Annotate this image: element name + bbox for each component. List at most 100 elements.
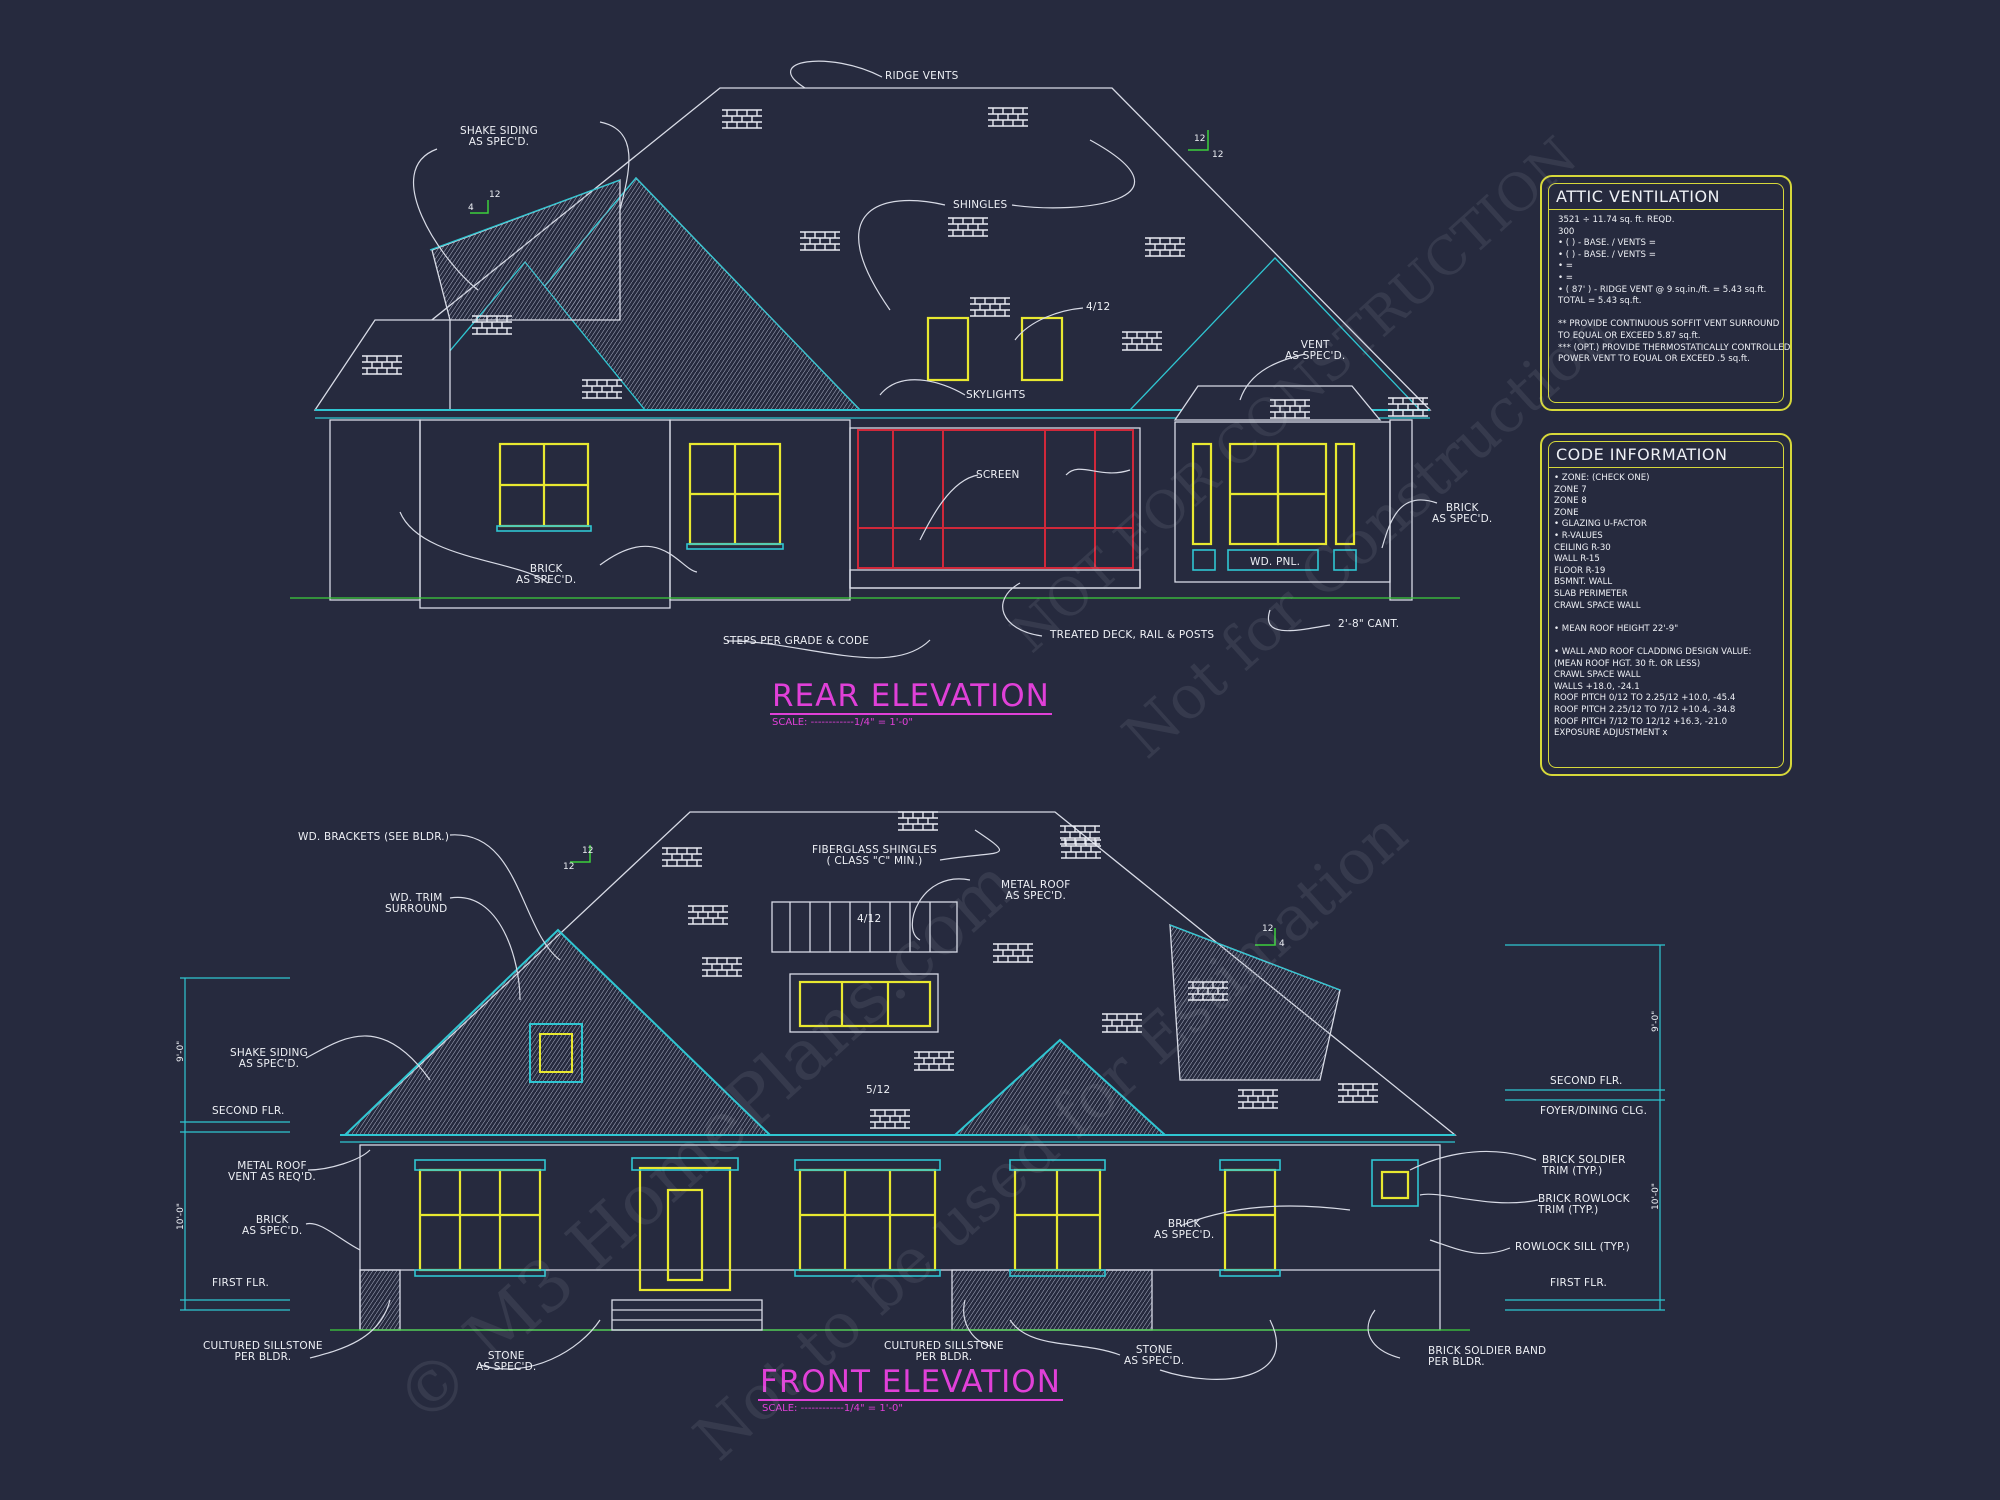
rear-elevation-scale: SCALE: ------------1/4" = 1'-0" bbox=[772, 717, 914, 728]
label-pitch-front-412: 4/12 bbox=[857, 913, 882, 925]
label-line: BRICK bbox=[1167, 1218, 1201, 1230]
code-line: • WALL AND ROOF CLADDING DESIGN VALUE: bbox=[1554, 647, 1752, 657]
label-brick-rowlock-trim: BRICK ROWLOCK TRIM (TYP.) bbox=[1538, 1194, 1630, 1216]
code-information-panel: CODE INFORMATION • ZONE: (CHECK ONE) ZON… bbox=[1540, 433, 1792, 776]
label-brick-front-mid: BRICK AS SPEC'D. bbox=[1154, 1219, 1214, 1241]
label-line: CULTURED SILLSTONE bbox=[884, 1340, 1004, 1352]
attic-ventilation-title: ATTIC VENTILATION bbox=[1556, 187, 1720, 206]
label-line: AS SPEC'D. bbox=[1124, 1355, 1185, 1367]
rear-elevation-title: REAR ELEVATION bbox=[770, 678, 1052, 715]
attic-ventilation-panel: ATTIC VENTILATION 3521 ÷ 11.74 sq. ft. R… bbox=[1540, 175, 1792, 411]
label-line: STONE bbox=[487, 1350, 525, 1362]
slope-d-rise: 4 bbox=[1279, 939, 1285, 949]
attic-line: ** PROVIDE CONTINUOUS SOFFIT VENT SURROU… bbox=[1558, 319, 1780, 330]
slope-a-run: 12 bbox=[489, 190, 501, 200]
code-line: WALL R-15 bbox=[1554, 554, 1600, 565]
label-line: CULTURED SILLSTONE bbox=[203, 1340, 323, 1352]
label-line: PER BLDR. bbox=[234, 1351, 292, 1363]
label-line: AS SPEC'D. bbox=[242, 1225, 303, 1237]
label-fiberglass-shingles: FIBERGLASS SHINGLES ( CLASS "C" MIN.) bbox=[812, 845, 937, 867]
label-line: TRIM (TYP.) bbox=[1538, 1204, 1599, 1216]
label-line: BRICK bbox=[1445, 502, 1479, 514]
label-brick-soldier-trim: BRICK SOLDIER TRIM (TYP.) bbox=[1542, 1155, 1626, 1177]
label-line: PER BLDR. bbox=[1428, 1356, 1485, 1368]
label-cant: 2'-8" CANT. bbox=[1338, 618, 1400, 630]
label-shingles: SHINGLES bbox=[953, 199, 1008, 211]
label-line: AS SPEC'D. bbox=[476, 1361, 537, 1373]
label-line: TRIM (TYP.) bbox=[1542, 1165, 1603, 1177]
code-line: ROOF PITCH 7/12 TO 12/12 +16.3, -21.0 bbox=[1554, 716, 1728, 727]
slope-a-rise: 4 bbox=[468, 203, 474, 213]
label-stone-left: STONE AS SPEC'D. bbox=[476, 1351, 536, 1373]
label-line: STONE bbox=[1135, 1344, 1173, 1356]
label-line: SURROUND bbox=[385, 903, 448, 915]
attic-line: • ( 87' ) - RIDGE VENT @ 9 sq.in./ft. = … bbox=[1558, 284, 1767, 295]
label-line: AS SPEC'D. bbox=[1285, 350, 1346, 362]
code-line: WALLS +18.0, -24.1 bbox=[1554, 681, 1640, 692]
code-line: CRAWL SPACE WALL bbox=[1554, 600, 1641, 611]
label-brick-rear-right: BRICK AS SPEC'D. bbox=[1432, 503, 1492, 525]
code-line: • R-VALUES bbox=[1554, 531, 1603, 541]
label-shake-siding-rear: SHAKE SIDING AS SPEC'D. bbox=[460, 126, 538, 148]
label-line: PER BLDR. bbox=[915, 1351, 973, 1363]
slope-c-run: 12 bbox=[582, 846, 594, 856]
label-deck: TREATED DECK, RAIL & POSTS bbox=[1050, 629, 1215, 641]
attic-line: 3521 ÷ 11.74 sq. ft. REQD. bbox=[1558, 215, 1675, 225]
dim-right-upper: 9'-0" bbox=[1651, 1010, 1661, 1032]
label-skylights: SKYLIGHTS bbox=[966, 389, 1026, 401]
panel-inner-border bbox=[1548, 183, 1784, 403]
code-line: EXPOSURE ADJUSTMENT x bbox=[1554, 728, 1668, 739]
label-metal-roof-vent: METAL ROOF VENT AS REQ'D. bbox=[228, 1161, 316, 1183]
label-line: BRICK SOLDIER bbox=[1542, 1154, 1626, 1166]
code-line: CRAWL SPACE WALL bbox=[1554, 670, 1641, 681]
attic-line: POWER VENT TO EQUAL OR EXCEED .5 sq.ft. bbox=[1558, 354, 1750, 365]
front-elevation-scale: SCALE: ------------1/4" = 1'-0" bbox=[762, 1403, 904, 1414]
panel-inner-border bbox=[1548, 441, 1784, 768]
dim-left-upper: 9'-0" bbox=[176, 1040, 186, 1062]
label-line: AS SPEC'D. bbox=[468, 136, 530, 148]
code-line: (MEAN ROOF HGT. 30 ft. OR LESS) bbox=[1554, 658, 1701, 669]
dim-left-lower: 10'-0" bbox=[176, 1202, 186, 1230]
label-line: WD. TRIM bbox=[389, 892, 443, 904]
label-line: BRICK SOLDIER BAND bbox=[1428, 1345, 1547, 1357]
label-stone-mid: STONE AS SPEC'D. bbox=[1124, 1345, 1184, 1367]
label-cultured-left: CULTURED SILLSTONE PER BLDR. bbox=[203, 1341, 323, 1363]
attic-line: • = bbox=[1558, 273, 1574, 283]
label-line: VENT bbox=[1300, 339, 1330, 351]
label-brick-rear-left: BRICK AS SPEC'D. bbox=[516, 564, 576, 586]
attic-line: • ( ) - BASE. / VENTS = bbox=[1558, 238, 1656, 249]
panel-rule bbox=[1548, 209, 1784, 210]
panel-rule bbox=[1548, 467, 1784, 468]
label-cultured-mid: CULTURED SILLSTONE PER BLDR. bbox=[884, 1341, 1004, 1363]
label-wd-pnl: WD. PNL. bbox=[1250, 556, 1301, 568]
code-line: ROOF PITCH 0/12 TO 2.25/12 +10.0, -45.4 bbox=[1554, 693, 1736, 704]
code-line: FLOOR R-19 bbox=[1554, 565, 1606, 576]
label-line: VENT AS REQ'D. bbox=[228, 1171, 316, 1183]
slope-b-rise: 12 bbox=[1212, 150, 1224, 160]
label-first-flr-right: FIRST FLR. bbox=[1550, 1277, 1607, 1289]
dim-right-lower: 10'-0" bbox=[1651, 1182, 1661, 1210]
code-line: ZONE 8 bbox=[1554, 496, 1587, 507]
code-line: ZONE bbox=[1554, 507, 1579, 518]
label-wd-trim: WD. TRIM SURROUND bbox=[385, 893, 447, 915]
label-line: ( CLASS "C" MIN.) bbox=[826, 855, 923, 867]
code-line: BSMNT. WALL bbox=[1554, 577, 1613, 588]
code-line: ZONE 7 bbox=[1554, 484, 1587, 495]
attic-line: • = bbox=[1558, 261, 1574, 272]
front-elevation-title: FRONT ELEVATION bbox=[758, 1364, 1063, 1401]
code-line: • ZONE: (CHECK ONE) bbox=[1554, 473, 1650, 483]
code-line: • GLAZING U-FACTOR bbox=[1554, 519, 1647, 530]
label-line: BRICK bbox=[255, 1214, 289, 1226]
attic-line: TOTAL = 5.43 sq.ft. bbox=[1558, 296, 1642, 307]
label-steps: STEPS PER GRADE & CODE bbox=[723, 635, 870, 647]
attic-line: • ( ) - BASE. / VENTS = bbox=[1558, 249, 1656, 260]
label-line: AS SPEC'D. bbox=[1432, 513, 1493, 525]
label-line: AS SPEC'D. bbox=[1005, 890, 1066, 902]
label-foyer-dining: FOYER/DINING CLG. bbox=[1540, 1105, 1648, 1117]
front-elevation bbox=[180, 811, 1665, 1331]
label-line: METAL ROOF bbox=[237, 1160, 307, 1172]
label-wd-brackets: WD. BRACKETS (SEE BLDR.) bbox=[298, 831, 450, 843]
label-shake-siding-front: SHAKE SIDING AS SPEC'D. bbox=[230, 1048, 308, 1070]
label-second-flr-left: SECOND FLR. bbox=[212, 1105, 285, 1117]
